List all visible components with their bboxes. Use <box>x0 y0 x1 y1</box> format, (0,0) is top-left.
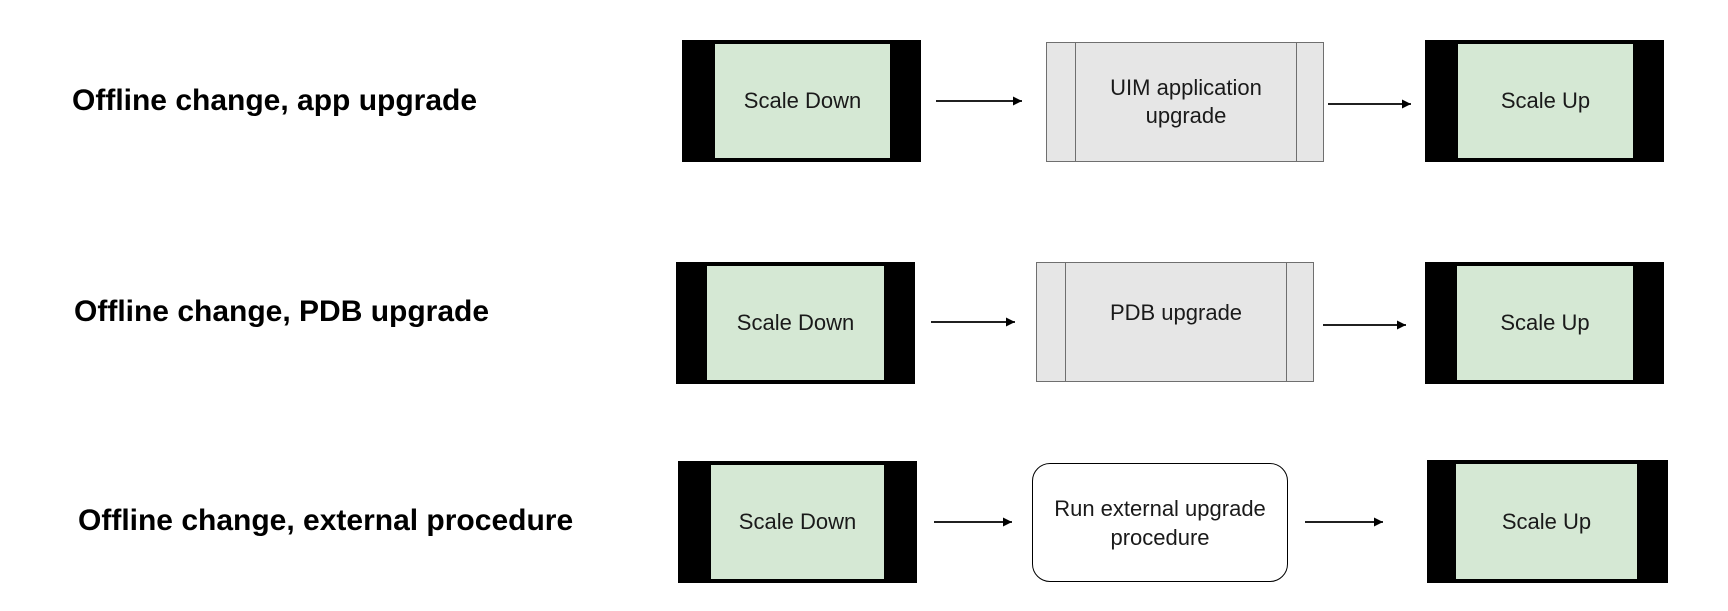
process-left-bar <box>1065 263 1066 381</box>
pdb-upgrade-process-box: PDB upgrade <box>1036 262 1314 382</box>
scale-down-box-app-upgrade: Scale Down <box>682 40 921 162</box>
process-label: PDB upgrade <box>1109 300 1243 325</box>
row-label-pdb-upgrade: Offline change, PDB upgrade <box>74 295 490 328</box>
process-right-bar <box>1286 263 1287 381</box>
process-left-bar <box>1075 43 1076 161</box>
app-upgrade-process-box: UIM application upgrade <box>1046 42 1324 162</box>
row-label-external-procedure: Offline change, external procedure <box>78 504 574 537</box>
scale-up-box-app-upgrade: Scale Up <box>1425 40 1664 162</box>
external-procedure-box: Run external upgrade procedure <box>1032 463 1288 582</box>
scale-down-label: Scale Down <box>715 44 890 158</box>
process-label: UIM application upgrade <box>1110 75 1262 128</box>
scale-up-label: Scale Up <box>1458 44 1633 158</box>
process-right-bar <box>1296 43 1297 161</box>
scale-down-label: Scale Down <box>711 465 884 579</box>
scale-down-label: Scale Down <box>707 266 884 380</box>
scale-up-box-external-procedure: Scale Up <box>1427 460 1668 583</box>
scale-up-label: Scale Up <box>1457 266 1633 380</box>
scale-down-box-external-procedure: Scale Down <box>678 461 917 583</box>
row-label-app-upgrade: Offline change, app upgrade <box>72 84 478 117</box>
scale-up-label: Scale Up <box>1456 464 1637 579</box>
scale-up-box-pdb-upgrade: Scale Up <box>1425 262 1664 384</box>
scale-down-box-pdb-upgrade: Scale Down <box>676 262 915 384</box>
